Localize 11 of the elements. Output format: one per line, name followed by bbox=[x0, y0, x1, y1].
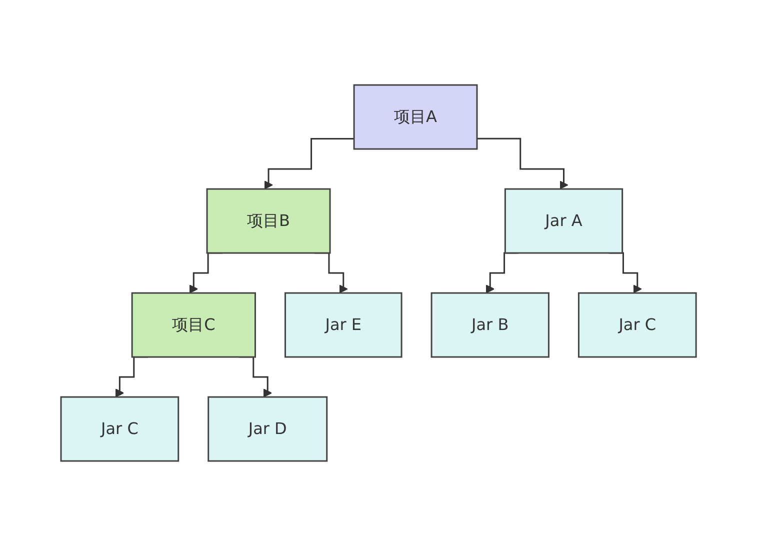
node-box: 项目C bbox=[131, 292, 256, 358]
node-box: Jar E bbox=[284, 292, 402, 358]
node-box: Jar C bbox=[60, 396, 180, 462]
node-box: Jar A bbox=[504, 188, 624, 254]
node-box: Jar B bbox=[430, 292, 550, 358]
node-box: Jar D bbox=[208, 396, 328, 462]
arrow bbox=[476, 137, 568, 189]
node-box: 项目A bbox=[353, 84, 478, 150]
arrow bbox=[264, 138, 354, 189]
node-box: 项目B bbox=[206, 188, 331, 254]
node-box: Jar C bbox=[578, 292, 697, 358]
